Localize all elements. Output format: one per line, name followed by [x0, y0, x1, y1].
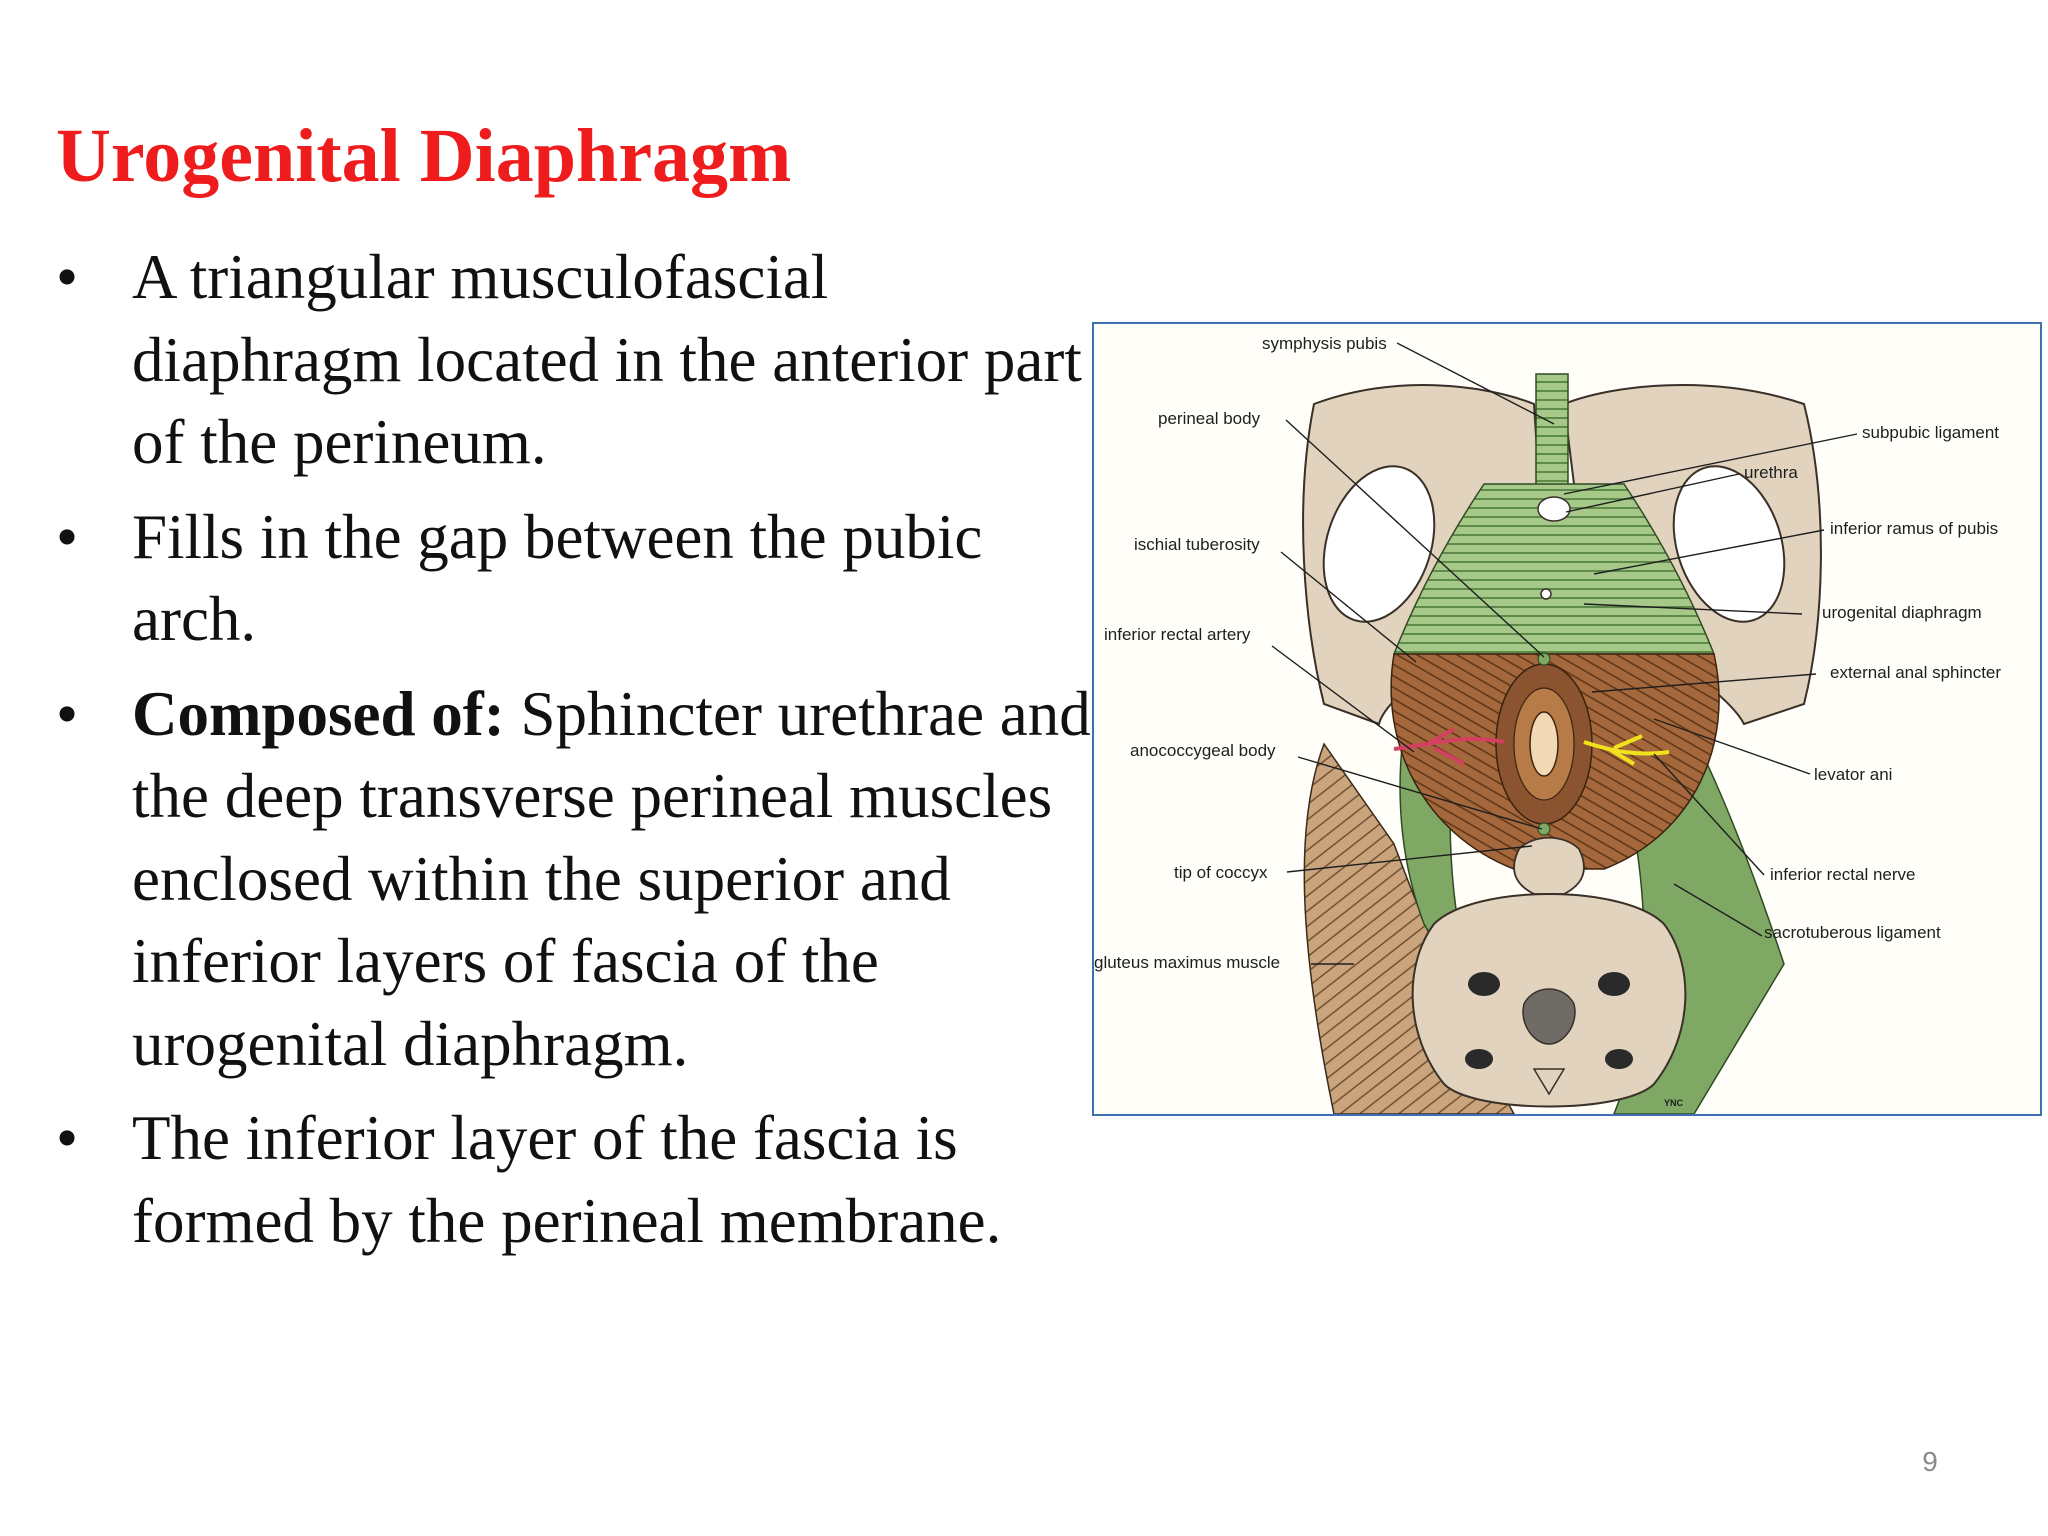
obturator-foramen-left — [1322, 465, 1436, 623]
label-perineal-body: perineal body — [1158, 409, 1261, 428]
perineal-body-dot — [1537, 652, 1551, 666]
bullet-text: The inferior layer of the fascia is form… — [132, 1103, 1002, 1256]
label-inferior-rectal-nerve: inferior rectal nerve — [1770, 865, 1916, 884]
inferior-rectal-nerve — [1583, 734, 1670, 766]
bullet-text: Sphincter urethrae and the deep transver… — [132, 678, 1091, 1079]
slide-title: Urogenital Diaphragm — [56, 114, 792, 198]
bullet-list: • A triangular musculofascial diaphragm … — [52, 236, 1092, 1274]
coccyx — [1513, 836, 1585, 895]
bullet-text: Fills in the gap between the pubic arch. — [132, 501, 983, 655]
artist-mark: YNC — [1664, 1098, 1684, 1108]
anatomy-figure: symphysis pubis perineal body subpubic l… — [1092, 322, 2042, 1116]
label-levator-ani: levator ani — [1814, 765, 1892, 784]
bullet-item: • Composed of: Sphincter urethrae and th… — [52, 673, 1092, 1086]
bullet-symbol: • — [55, 678, 79, 749]
label-urethra: urethra — [1744, 463, 1798, 482]
label-tip-of-coccyx: tip of coccyx — [1174, 863, 1268, 882]
obturator-foramen-right — [1672, 465, 1786, 623]
label-ischial-tuberosity: ischial tuberosity — [1134, 535, 1260, 554]
label-external-anal-sphincter: external anal sphincter — [1830, 663, 2001, 682]
label-inferior-ramus-of-pubis: inferior ramus of pubis — [1830, 519, 1998, 538]
bullet-bold-lead: Composed of: — [132, 678, 505, 749]
bullet-item: • Fills in the gap between the pubic arc… — [52, 496, 1092, 661]
bullet-symbol: • — [55, 501, 79, 572]
label-anococcygeal-body: anococcygeal body — [1130, 741, 1276, 760]
label-sacrotuberous-ligament: sacrotuberous ligament — [1764, 923, 1941, 942]
urethral-opening — [1537, 496, 1571, 522]
label-urogenital-diaphragm: urogenital diaphragm — [1822, 603, 1982, 622]
anal-canal — [1529, 711, 1559, 777]
bullet-text: A triangular musculofascial diaphragm lo… — [132, 242, 1082, 477]
bullet-item: • A triangular musculofascial diaphragm … — [52, 236, 1092, 484]
symphysis-pubis — [1535, 373, 1569, 495]
label-gluteus-maximus-muscle: gluteus maximus muscle — [1094, 953, 1280, 972]
label-inferior-rectal-artery: inferior rectal artery — [1104, 625, 1251, 644]
inferior-rectal-artery — [1393, 727, 1505, 766]
perineum-illustration: symphysis pubis perineal body subpubic l… — [1094, 334, 2001, 1114]
bullet-symbol: • — [55, 242, 79, 312]
bullet-symbol: • — [55, 1103, 79, 1173]
bullet-item: • The inferior layer of the fascia is fo… — [52, 1097, 1092, 1262]
page-number: 9 — [1922, 1446, 1938, 1477]
label-subpubic-ligament: subpubic ligament — [1862, 423, 1999, 442]
label-symphysis-pubis: symphysis pubis — [1262, 334, 1387, 353]
